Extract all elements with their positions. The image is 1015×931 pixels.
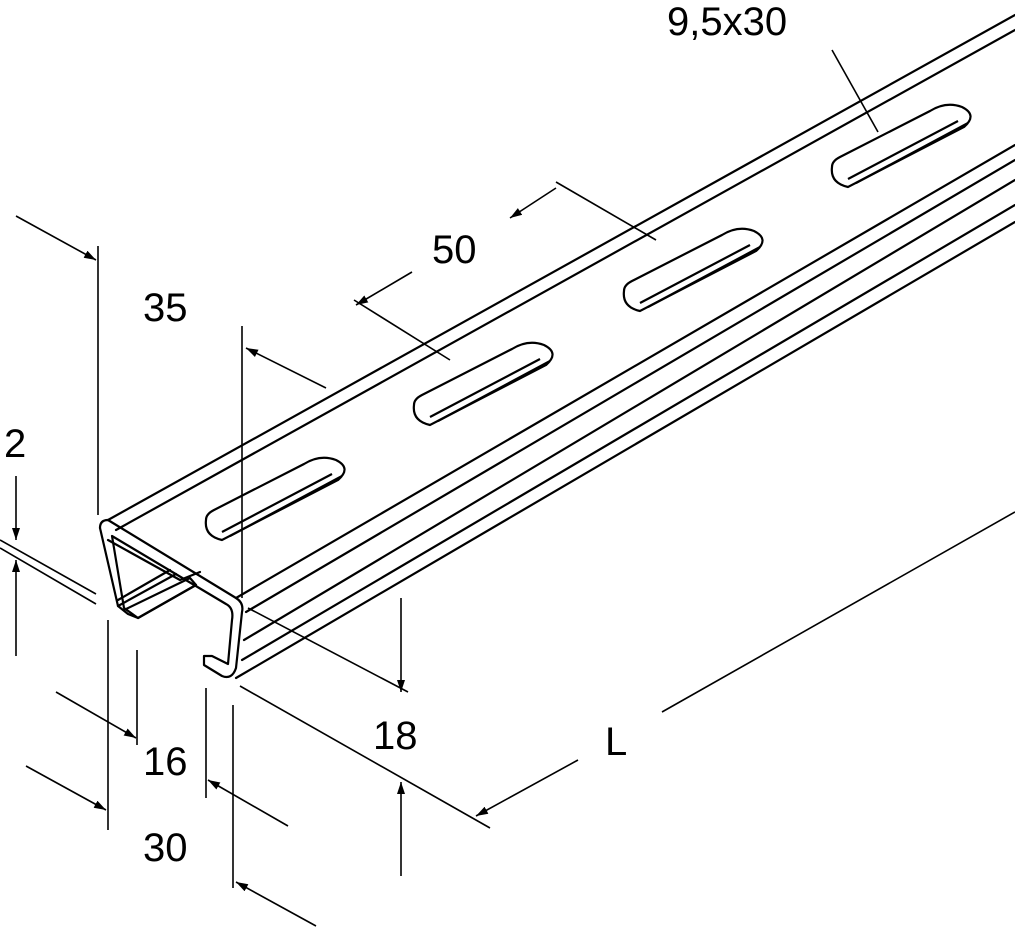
rail-top-front-edge [234,143,1015,600]
thickness-extension-1 [0,539,97,595]
rail-top-back-edge-inner [114,28,1015,532]
slot-pitch-label: 50 [432,228,477,272]
length-label: L [605,720,628,764]
slot-2 [412,341,554,427]
rail-front-wall-edge [242,178,1015,642]
lip-gap-label: 16 [143,740,188,784]
pitch-extension-1 [353,299,451,361]
slot-size-label: 9,5x30 [667,0,788,44]
slot-size-leader [831,49,879,133]
slot-3 [622,227,764,313]
width-arrow-2 [235,881,317,927]
height-arrow-2 [245,347,327,389]
pitch-arrow-2 [509,187,557,219]
rail-bottom-lip-edge [234,220,1015,680]
slot-1 [204,456,346,542]
length-line [661,511,1015,713]
length-extension [239,685,491,829]
rail-bottom-lip-inner [240,203,1015,662]
lip-depth-label: 18 [373,714,418,758]
height-arrow-1 [15,215,97,261]
rail-top-back-edge [106,13,1015,522]
gap-arrow-2 [207,779,289,827]
profile-width-label: 30 [143,826,188,870]
rail-left-inner-lip [116,568,178,608]
profile-height-label: 35 [143,286,188,330]
rail-inner-web [106,538,202,582]
wall-thickness-label: 2 [4,422,27,466]
length-arrow [475,759,579,817]
dimension-lines [0,49,1015,927]
lip-extension-1 [247,607,409,693]
rail-left-lip [98,526,198,620]
pitch-arrow-1 [355,271,413,306]
gap-arrow-1 [55,691,137,739]
thickness-extension-2 [0,547,97,605]
slots [204,103,972,542]
pitch-extension-2 [555,181,657,241]
slot-4 [830,103,972,189]
rail-profile [98,13,1015,680]
rail-cross-section [98,518,244,679]
rail-top-front-edge-inner [244,158,1015,614]
width-arrow-1 [25,765,107,811]
